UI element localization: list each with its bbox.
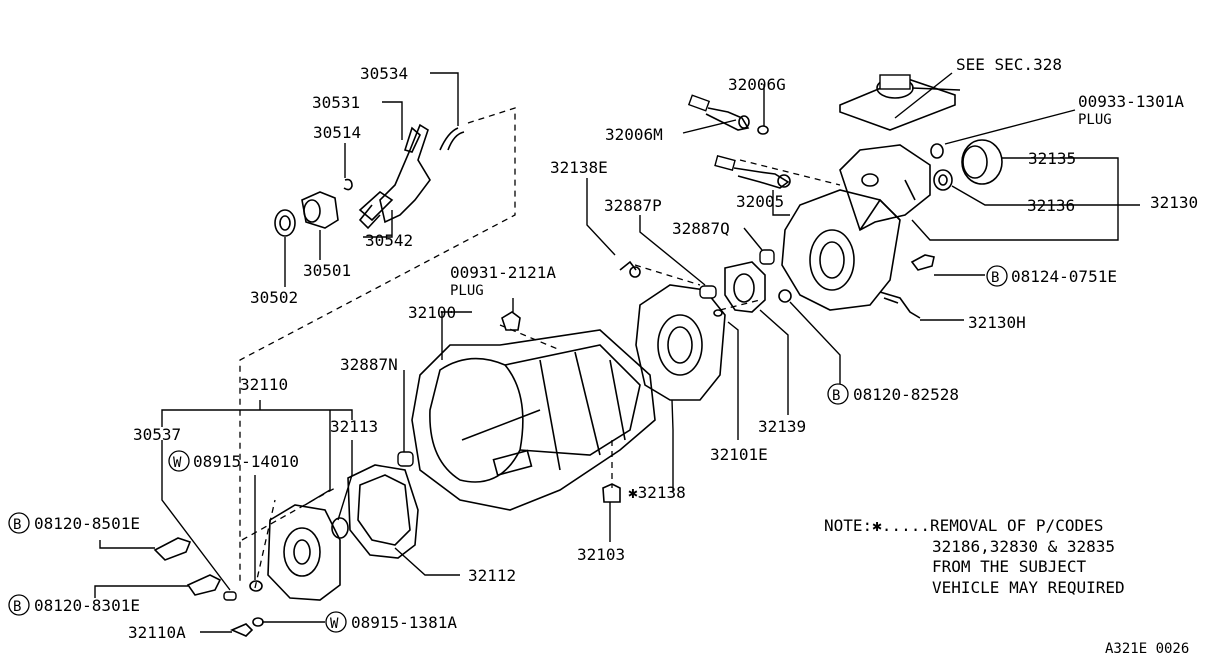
- reference-code: A321E 0026: [1105, 641, 1189, 657]
- badge-letter-08120-8301e: B: [13, 599, 21, 615]
- label-30537: 30537: [133, 425, 181, 444]
- label-32006m: 32006M: [605, 125, 663, 144]
- gasket-32139: [724, 261, 766, 313]
- bolt-08120-82528: [778, 289, 792, 303]
- label-32100: 32100: [408, 303, 456, 322]
- label-32130: 32130: [1150, 193, 1198, 212]
- badge-washer-08915-1381a: [325, 611, 347, 633]
- label-see-sec328: SEE SEC.328: [956, 55, 1062, 74]
- label-00933: 00933-1301A: [1078, 92, 1184, 111]
- label-32130h: 32130H: [968, 313, 1026, 332]
- badge-washer-08915-14010: [168, 450, 190, 472]
- pin-32887p: [699, 285, 717, 299]
- gasket-32112: [347, 464, 419, 559]
- plug-32006g: [757, 125, 769, 135]
- label-32135: 32135: [1028, 149, 1076, 168]
- label-32138: ✱32138: [628, 483, 686, 502]
- bearing-sleeve: [301, 191, 339, 229]
- label-30502: 30502: [250, 288, 298, 307]
- label-32112: 32112: [468, 566, 516, 585]
- label-32110a: 32110A: [128, 623, 186, 642]
- drain-plug-32103: [602, 483, 621, 503]
- badge-letter-08120-82528: B: [832, 388, 840, 404]
- label-08124: 08124-0751E: [1011, 267, 1117, 286]
- badge-bolt-08120-82528: [827, 383, 849, 405]
- badge-bolt-08120-8501e: [8, 512, 30, 534]
- plug-00933: [930, 143, 944, 159]
- label-30534: 30534: [360, 64, 408, 83]
- pin-32887n: [397, 451, 414, 467]
- note-line-4: VEHICLE MAY REQUIRED: [932, 578, 1125, 597]
- label-32887q: 32887Q: [672, 219, 730, 238]
- oil-seal: [274, 209, 296, 237]
- badge-letter-08124: B: [991, 270, 999, 286]
- extension-housing: [781, 144, 931, 311]
- label-08120-8301e: 08120-8301E: [34, 596, 140, 615]
- shift-fork-assembly: [343, 123, 465, 230]
- adapter-plate: [635, 284, 726, 401]
- label-32006g: 32006G: [728, 75, 786, 94]
- bolt-32110a: [229, 623, 254, 637]
- sensor-32006m: [687, 94, 750, 131]
- label-00931: 00931-2121A: [450, 263, 556, 282]
- bracket-32130h: [879, 291, 921, 319]
- badge-bolt-08124: [986, 265, 1008, 287]
- label-plug-00933: PLUG: [1078, 112, 1112, 128]
- oil-seal-32135: [961, 139, 1003, 185]
- pin-30537: [223, 591, 237, 601]
- switch-32005: [714, 154, 791, 189]
- bushing-32136: [933, 169, 953, 191]
- transmission-case: [411, 329, 656, 511]
- label-30531: 30531: [312, 93, 360, 112]
- badge-letter-08120-8501e: B: [13, 517, 21, 533]
- bolt-08120-8301e: [186, 574, 222, 596]
- label-32113: 32113: [330, 417, 378, 436]
- badge-bolt-08120-8301e: [8, 594, 30, 616]
- label-32005: 32005: [736, 192, 784, 211]
- label-30501: 30501: [303, 261, 351, 280]
- seal-32113: [331, 517, 349, 539]
- note-line-3: FROM THE SUBJECT: [932, 557, 1086, 576]
- label-plug-00931: PLUG: [450, 283, 484, 299]
- front-cover: [267, 504, 341, 601]
- label-32887n: 32887N: [340, 355, 398, 374]
- washer-08915-1381a: [252, 617, 264, 627]
- badge-letter-08915-14010: W: [173, 455, 182, 471]
- plug-00931: [501, 311, 521, 331]
- washer-08915-14010: [249, 580, 263, 592]
- label-08120-8501e: 08120-8501E: [34, 514, 140, 533]
- label-32110: 32110: [240, 375, 288, 394]
- note-line-2: 32186,32830 & 32835: [932, 537, 1115, 556]
- label-32101e: 32101E: [710, 445, 768, 464]
- cover-see-sec328: [839, 74, 956, 131]
- label-30514: 30514: [313, 123, 361, 142]
- pin-32101e: [713, 309, 723, 317]
- label-08915-14010: 08915-14010: [193, 452, 299, 471]
- label-08120-82528: 08120-82528: [853, 385, 959, 404]
- label-30542: 30542: [365, 231, 413, 250]
- label-32139: 32139: [758, 417, 806, 436]
- label-08915-1381a: 08915-1381A: [351, 613, 457, 632]
- badge-letter-08915-1381a: W: [330, 616, 339, 632]
- label-32103: 32103: [577, 545, 625, 564]
- label-32136: 32136: [1027, 196, 1075, 215]
- label-32887p: 32887P: [604, 196, 662, 215]
- note-line-1: NOTE:✱.....REMOVAL OF P/CODES: [824, 516, 1103, 535]
- label-32138e: 32138E: [550, 158, 608, 177]
- bolt-08124: [910, 254, 935, 271]
- pin-32887q: [759, 249, 775, 265]
- clip-32138e: [619, 260, 641, 278]
- bolt-08120-8501e: [153, 537, 192, 561]
